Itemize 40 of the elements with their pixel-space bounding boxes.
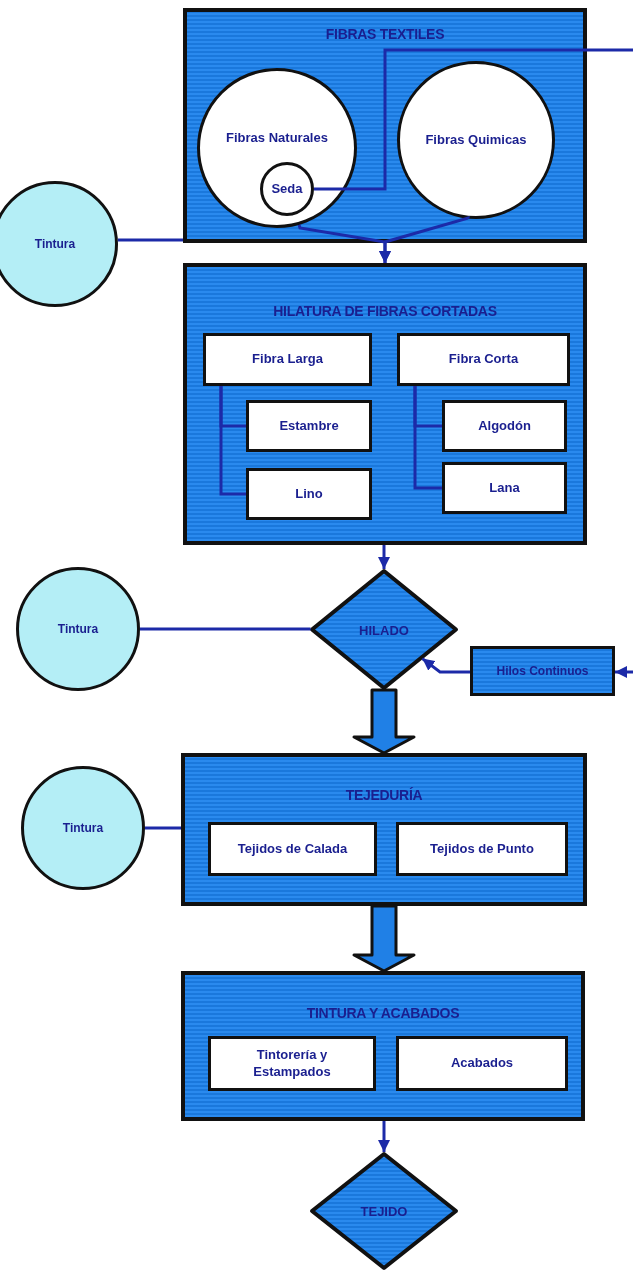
category-circle: Seda [260,162,314,216]
block-arrow [352,688,416,755]
arrow [378,545,390,569]
category-circle: Fibras Quimicas [397,61,555,219]
process-panel [181,971,585,1121]
process-panel [181,753,587,906]
connector-line [145,826,181,830]
panel-title: TINTURA Y ACABADOS [305,1005,461,1021]
input-circle: Tintura [16,567,140,691]
arrow [421,657,470,674]
block-arrow [352,904,416,973]
process-panel [183,8,587,243]
input-circle: Tintura [0,181,118,307]
process-box: Tintorería y Estampados [208,1036,376,1091]
arrow [615,666,633,678]
arrow [378,1121,390,1152]
connector-line [219,386,246,496]
process-box: Fibra Larga [203,333,372,386]
process-box: Tejidos de Calada [208,822,377,876]
process-box: Estambre [246,400,372,452]
node-label: TEJIDO [360,1203,408,1219]
process-panel [183,263,587,545]
connector-line [413,386,442,490]
panel-title: FIBRAS TEXTILES [324,26,446,42]
process-box: Tejidos de Punto [396,822,568,876]
process-box: Acabados [396,1036,568,1091]
connector-line [140,627,311,631]
process-box: Fibra Corta [397,333,570,386]
process-box: Lana [442,462,567,514]
input-circle: Tintura [21,766,145,890]
node-label: HILADO [359,622,409,637]
connector-line [117,238,183,242]
category-circle: Fibras Naturales Seda [197,68,357,228]
arrow [379,215,470,263]
panel-title: TEJEDURÍA [344,787,424,803]
connector-line [314,48,633,191]
process-box: Lino [246,468,372,520]
process-box: Algodón [442,400,567,452]
panel-title: HILATURA DE FIBRAS CORTADAS [272,303,498,319]
input-box: Hilos Continuos [470,646,615,696]
